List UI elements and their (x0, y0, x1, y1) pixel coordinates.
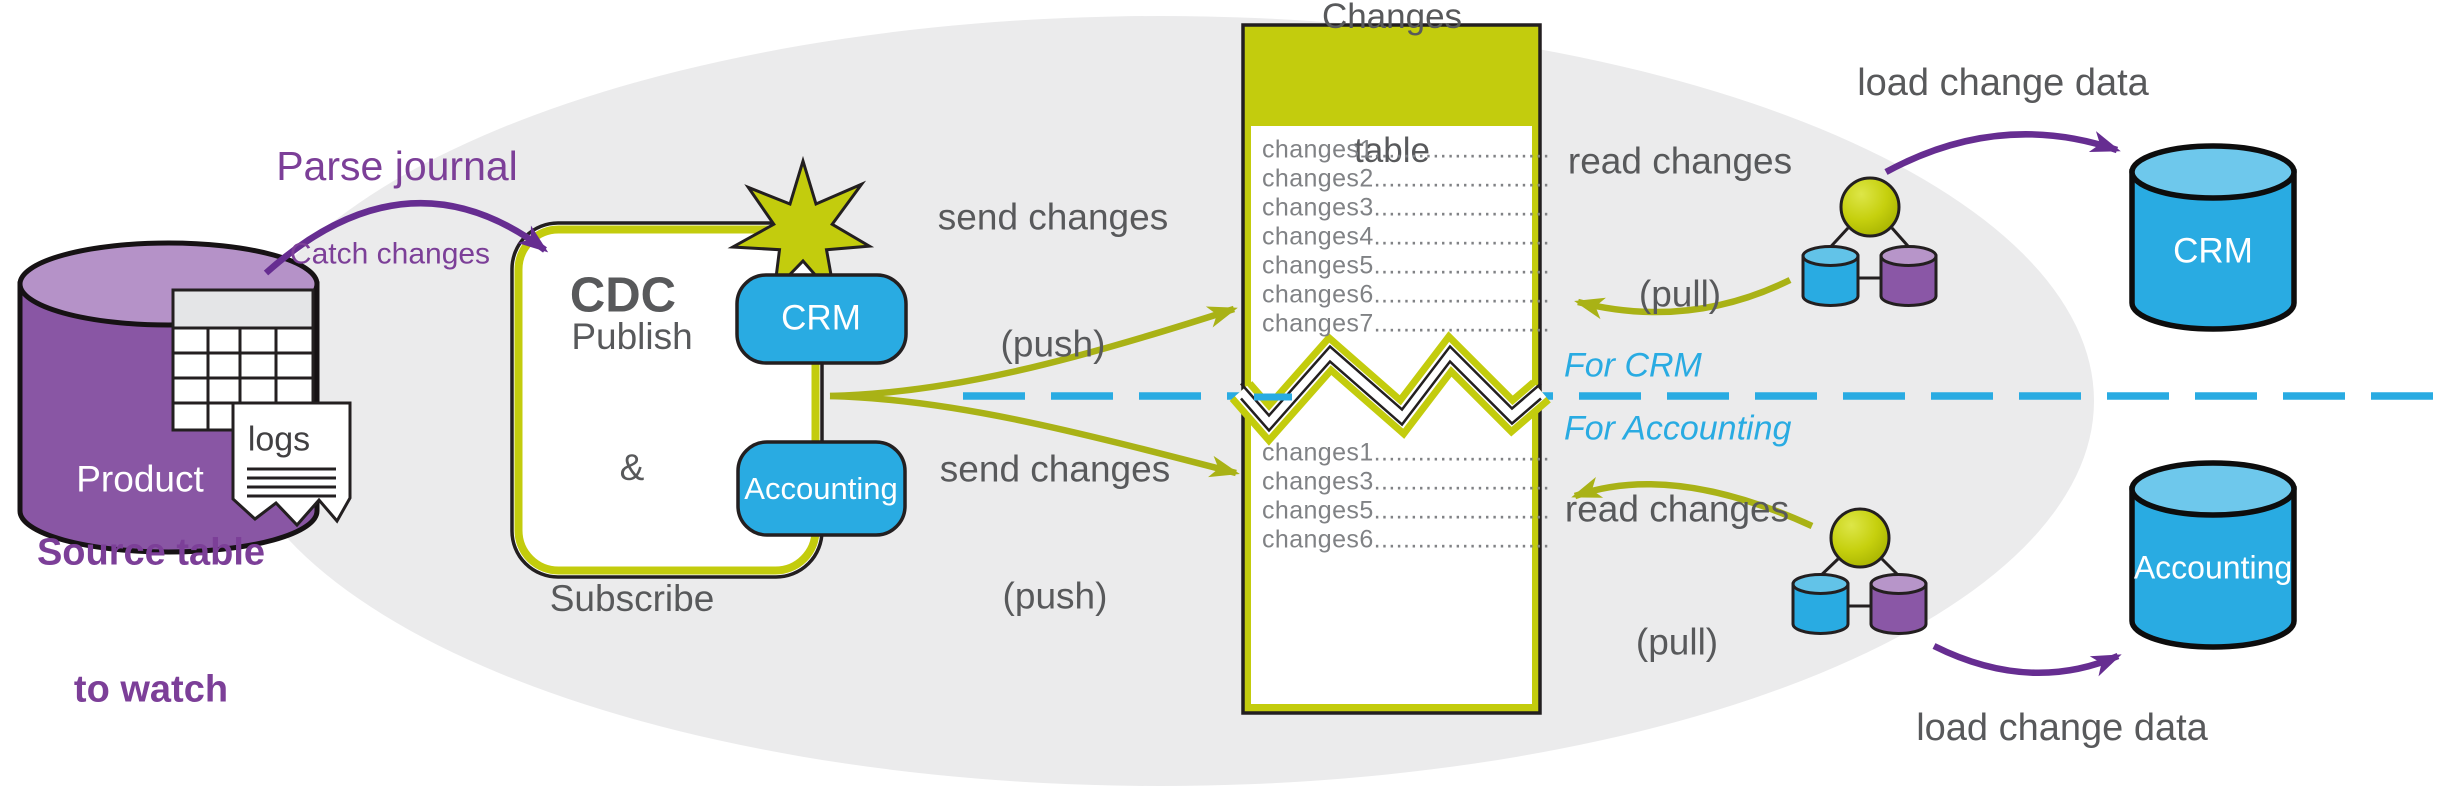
send-top-line1: send changes (937, 196, 1169, 238)
pull-crm-arrow (1574, 277, 1792, 320)
load-crm-arrow (1884, 131, 2121, 175)
parse-journal-label: Parse journal (276, 143, 518, 190)
read-changes-pull-top: read changes (pull) (1568, 50, 1792, 405)
publish-subscribe-label: Publish & Subscribe (550, 228, 715, 708)
table-row: changes5........................ (1262, 496, 1550, 525)
source-caption-line1: Source table (36, 531, 266, 574)
table-tear-zigzag (1229, 331, 1551, 446)
for-accounting-label: For Accounting (1564, 409, 1792, 448)
crm-db-cylinder-icon (2129, 143, 2297, 332)
table-row: changes6........................ (1262, 525, 1550, 554)
crm-db-label: CRM (2173, 231, 2253, 271)
burst-icon (727, 155, 875, 303)
cdc-title: CDC (569, 268, 677, 323)
table-row: changes7........................ (1262, 309, 1550, 338)
read-changes-pull-bottom: read changes (pull) (1565, 398, 1789, 753)
pubsub-line2: & (619, 447, 645, 489)
send-bottom-line1: send changes (939, 448, 1171, 490)
read-bottom-line1: read changes (1564, 488, 1790, 530)
load-change-data-top: load change data (1857, 61, 2149, 104)
table-row: changes5........................ (1262, 251, 1550, 280)
push-crm-arrow (829, 305, 1238, 400)
send-changes-push-top: send changes (push) (938, 112, 1168, 449)
scope-ellipse (226, 16, 2094, 786)
load-accounting-arrow (1932, 643, 2122, 677)
changes-table-shape (1241, 23, 1542, 715)
pull-accounting-arrow (1571, 477, 1814, 529)
table-row: changes6........................ (1262, 280, 1550, 309)
read-top-line1: read changes (1567, 140, 1793, 182)
read-top-line2: (pull) (1638, 273, 1722, 315)
crm-reader-icon (1801, 176, 1938, 307)
accounting-badge-shape (736, 440, 907, 537)
send-bottom-line2: (push) (1002, 575, 1108, 617)
table-row: changes3........................ (1262, 193, 1550, 222)
parse-journal-arrow (263, 200, 549, 276)
push-accounting-arrow (829, 392, 1240, 478)
table-row: changes3........................ (1262, 467, 1550, 496)
send-top-line2: (push) (1000, 323, 1106, 365)
source-caption-line2: to watch (73, 668, 229, 711)
send-changes-push-bottom: send changes (push) (940, 364, 1170, 701)
accounting-reader-icon (1791, 507, 1928, 635)
source-db-label: Product (76, 458, 204, 500)
table-header-line1: Changes (1321, 0, 1463, 36)
pubsub-line1: Publish (571, 316, 693, 358)
crm-badge-label: CRM (781, 298, 861, 338)
logs-label: logs (247, 420, 311, 459)
table-row: changes1........................ (1262, 438, 1550, 467)
catch-changes-label: Catch changes (289, 237, 491, 271)
crm-badge-shape (735, 273, 908, 365)
read-bottom-line2: (pull) (1635, 621, 1719, 663)
logs-document-icon (231, 401, 352, 528)
changes-table-header: Changes table (1322, 0, 1462, 263)
table-row: changes1........................ (1262, 135, 1550, 164)
accounting-badge-label: Accounting (744, 471, 898, 507)
pubsub-line3: Subscribe (549, 578, 715, 620)
accounting-db-label: Accounting (2133, 549, 2293, 586)
accounting-db-cylinder-icon (2129, 460, 2297, 650)
load-change-data-bottom: load change data (1916, 706, 2208, 749)
table-row: changes4........................ (1262, 222, 1550, 251)
table-row: changes2........................ (1262, 164, 1550, 193)
for-crm-label: For CRM (1564, 346, 1702, 385)
source-caption: Source table to watch (37, 440, 265, 792)
table-header-line2: table (1354, 130, 1430, 170)
